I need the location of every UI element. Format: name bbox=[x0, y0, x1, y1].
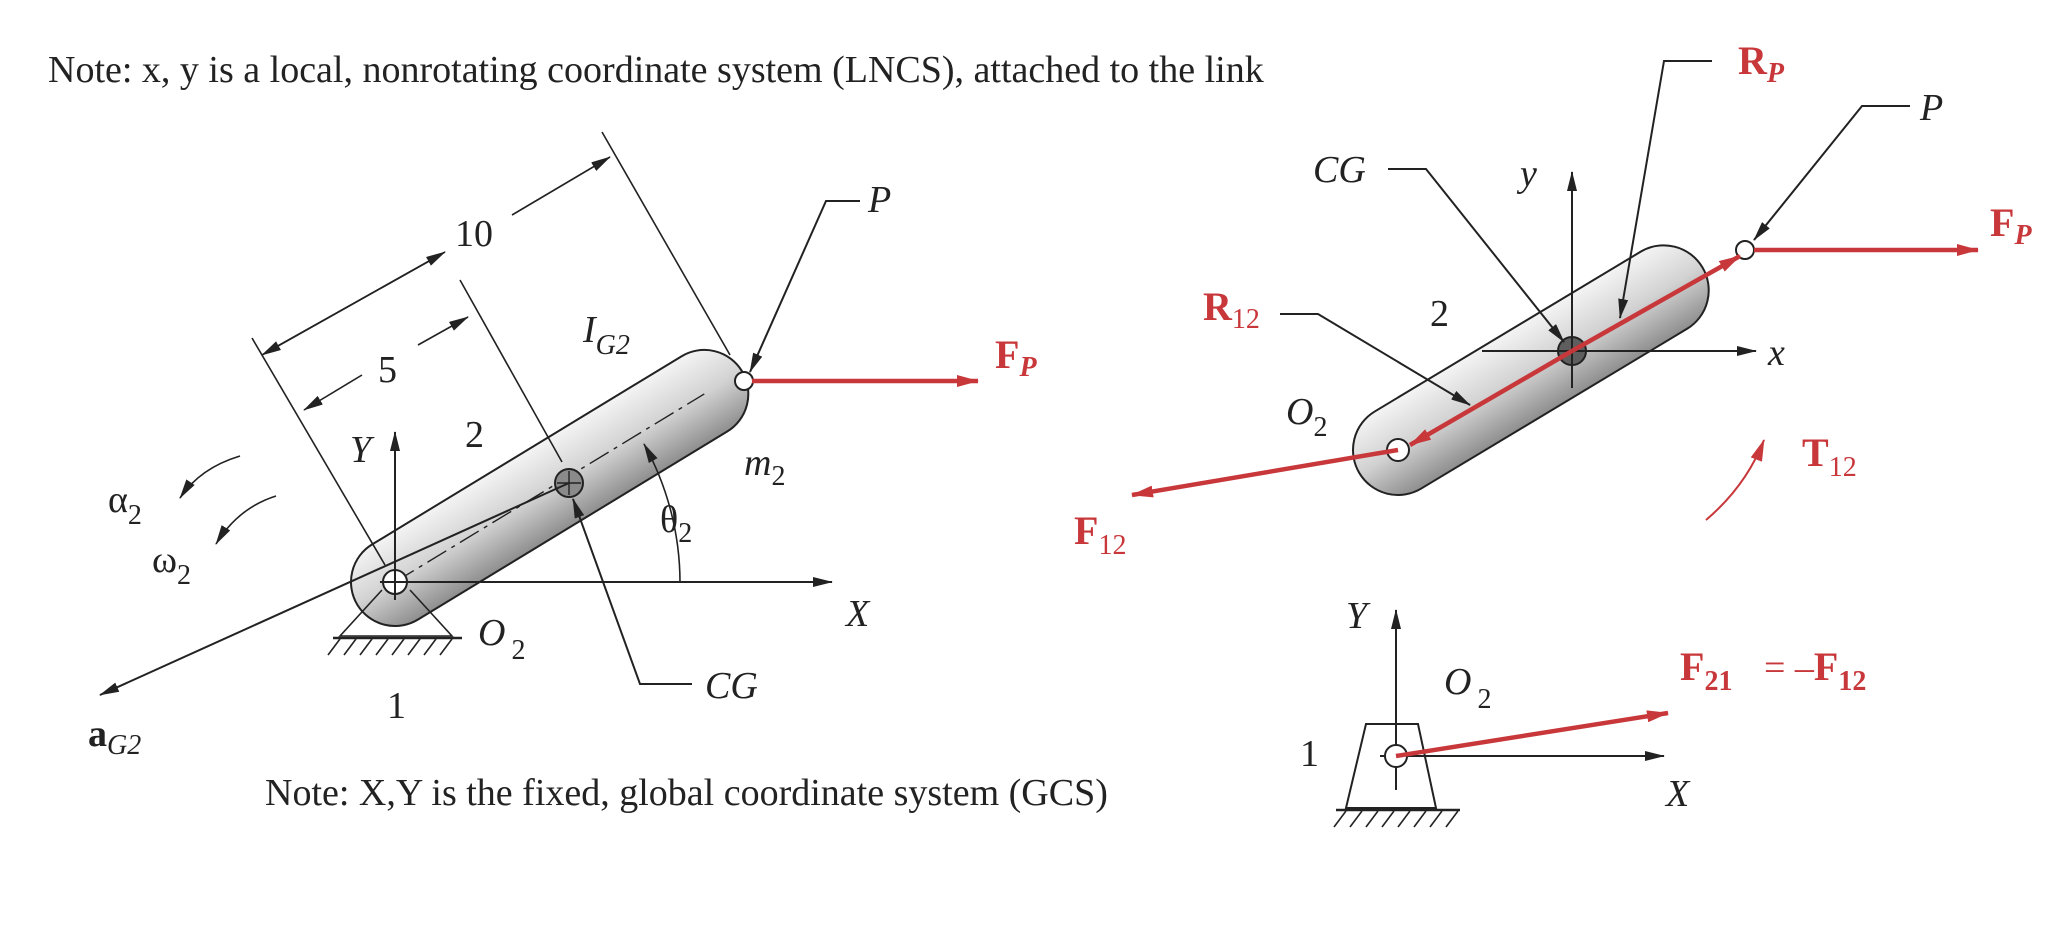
alpha-2-arc bbox=[179, 455, 241, 499]
omega-2-label: ω2 bbox=[152, 539, 191, 591]
torque-t12-label: T12 bbox=[1802, 430, 1857, 483]
dimension-10: 10 bbox=[251, 131, 731, 566]
note-gcs: Note: X,Y is the fixed, global coordinat… bbox=[265, 772, 1108, 814]
free-cg-leader bbox=[1388, 168, 1565, 343]
omega-2-arc bbox=[215, 495, 277, 545]
position-r12-label: R12 bbox=[1203, 284, 1260, 335]
theta-2-arc bbox=[643, 443, 681, 583]
dimension-5: 5 bbox=[303, 279, 563, 463]
cg-leader bbox=[572, 498, 692, 685]
acceleration-ag2-label: aG2 bbox=[88, 713, 141, 761]
local-y-axis-label: y bbox=[1516, 153, 1537, 195]
free-point-p-label: P bbox=[1919, 87, 1943, 129]
ground-support-left bbox=[327, 589, 462, 656]
position-rp-label: RP bbox=[1738, 38, 1785, 89]
left-figure: Y X aG2 FP 10 5 P bbox=[88, 131, 1037, 761]
point-p-leader bbox=[749, 200, 860, 373]
free-link-body bbox=[1352, 244, 1710, 496]
point-p-label: P bbox=[867, 179, 891, 221]
free-force-fp-label: FP bbox=[1990, 200, 2032, 251]
free-point-p-leader bbox=[1753, 105, 1910, 241]
theta-2-label: θ2 bbox=[660, 499, 692, 549]
alpha-2-label: α2 bbox=[108, 479, 142, 531]
force-f12-label: F12 bbox=[1074, 508, 1126, 561]
rp-leader bbox=[1618, 60, 1712, 319]
link-2-body bbox=[350, 348, 750, 627]
ground-y-axis-label: Y bbox=[1346, 595, 1371, 637]
point-p bbox=[734, 371, 754, 391]
inertia-ig2-label: IG2 bbox=[582, 309, 630, 361]
position-rp-arrow bbox=[1570, 254, 1742, 353]
ground-number-1: 1 bbox=[387, 685, 406, 727]
free-cg-label: CG bbox=[1313, 149, 1366, 191]
dimension-10-label: 10 bbox=[455, 213, 493, 255]
acceleration-ag2-arrow bbox=[99, 482, 570, 696]
free-pivot-o2-label: O2 bbox=[1286, 391, 1327, 443]
torque-t12-arc bbox=[1705, 439, 1765, 521]
r12-leader bbox=[1280, 313, 1471, 406]
note-lncs: Note: x, y is a local, nonrotating coord… bbox=[48, 49, 1264, 91]
dimension-5-label: 5 bbox=[378, 349, 397, 391]
force-fp-label: FP bbox=[995, 332, 1037, 383]
link-number-2: 2 bbox=[465, 414, 484, 456]
mass-m2-label: m2 bbox=[744, 442, 785, 492]
free-link-number-2: 2 bbox=[1430, 293, 1449, 335]
local-x-axis-label: x bbox=[1767, 332, 1785, 374]
force-f21-arrow bbox=[1395, 710, 1669, 759]
right-figure: y x T12 RP P CG FP R12 bbox=[1074, 38, 2032, 561]
ground-fbd-number-1: 1 bbox=[1300, 733, 1319, 775]
x-axis-label: X bbox=[844, 593, 871, 635]
cg-label: CG bbox=[705, 665, 758, 707]
force-f12-arrow bbox=[1131, 447, 1399, 498]
reaction-equation: F21 = –F12 bbox=[1680, 644, 1866, 697]
ground-hatching bbox=[1333, 810, 1459, 828]
position-r12-arrow bbox=[1408, 349, 1574, 447]
ground-x-axis-label: X bbox=[1664, 773, 1691, 815]
y-axis-label: Y bbox=[350, 429, 375, 471]
